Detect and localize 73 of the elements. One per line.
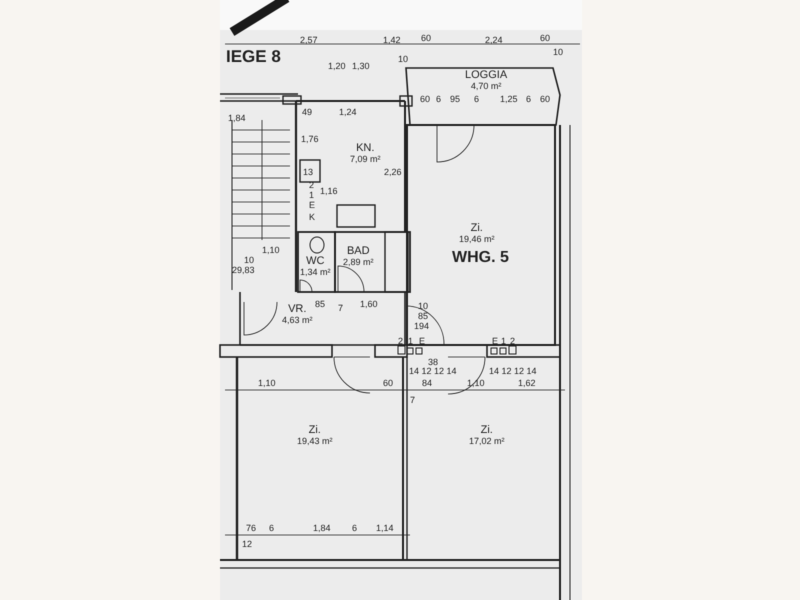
dimension-label: 12	[242, 540, 252, 549]
dimension-label: 1,10	[258, 379, 276, 388]
dimension-label: 60	[420, 95, 430, 104]
dimension-label: 49	[302, 108, 312, 117]
dimension-label: 6	[474, 95, 480, 104]
dimension-label: 2,24	[485, 36, 503, 45]
dimension-label: 1,84	[313, 524, 331, 533]
dimension-label: 60	[540, 95, 550, 104]
dimension-label: E	[309, 201, 316, 210]
dimension-label: 14 12 12 14	[489, 367, 537, 376]
dimension-label: 60	[540, 34, 550, 43]
room-area-value: 4,63 m²	[282, 316, 313, 325]
dimension-label: 1,60	[360, 300, 378, 309]
dimension-label: 60	[421, 34, 432, 43]
dimension-label: 1	[501, 337, 506, 346]
dimension-label: 1,14	[376, 524, 394, 533]
dimension-label: 1,24	[339, 108, 357, 117]
dimension-label: 2	[510, 337, 516, 346]
dimension-label: 6	[526, 95, 532, 104]
room-name: Zi.	[480, 425, 493, 437]
dimension-label: 1	[309, 191, 314, 200]
dimension-label: E	[492, 337, 498, 346]
dimension-label: 10	[553, 48, 564, 57]
dimension-label: 194	[414, 322, 430, 331]
dimension-label: 1,20	[328, 62, 346, 71]
dimension-label: 60	[383, 379, 394, 388]
dimension-label: 1,30	[352, 62, 370, 71]
room-area-value: 7,09 m²	[350, 154, 381, 164]
dimension-label: 1,84	[228, 114, 246, 123]
room-area-value: 1,34 m²	[300, 268, 331, 277]
apartment-label: WHG. 5	[452, 250, 509, 266]
staircase-label: IEGE 8	[226, 48, 281, 65]
dimension-label: 10	[244, 256, 254, 265]
dimension-label: K	[309, 213, 316, 222]
dimension-label: E	[419, 337, 426, 346]
dimension-label: 1,76	[301, 135, 319, 144]
dimension-label: 84	[422, 379, 432, 388]
dimension-label: 6	[352, 524, 358, 533]
dimension-label: 2,57	[300, 36, 318, 45]
dimension-label: 85	[418, 312, 428, 321]
dimension-label: 1,25	[500, 95, 518, 104]
dimension-label: 7	[410, 396, 416, 405]
dimension-label: 13	[303, 168, 314, 177]
dimension-label: 10	[418, 302, 428, 311]
room-name: BAD	[346, 246, 370, 258]
room-area-value: 17,02 m²	[469, 436, 505, 446]
room-name: WC	[306, 256, 324, 268]
dimension-label: 76	[246, 524, 256, 533]
room-name: Zi.	[308, 425, 321, 437]
dimension-label: 95	[450, 95, 460, 104]
room-area-value: 4,70 m²	[470, 82, 502, 91]
room-area-value: 19,46 m²	[459, 234, 495, 244]
dimension-label: 6	[436, 95, 442, 104]
dimension-label: 2	[398, 337, 404, 346]
dimension-label: 6	[269, 524, 274, 533]
dimension-label: 1,42	[383, 36, 401, 45]
dimension-label: 2,26	[384, 168, 402, 177]
dimension-label: 29,83	[232, 266, 255, 275]
room-name: Zi.	[470, 223, 483, 235]
room-name: KN.	[356, 143, 374, 155]
dimension-label: 38	[428, 358, 438, 367]
dimension-label: 7	[338, 304, 344, 313]
dimension-label: 85	[315, 300, 326, 309]
dimension-label: 1,16	[320, 187, 338, 196]
room-name: VR.	[288, 304, 306, 316]
dimension-label: 1	[408, 337, 414, 346]
dimension-label: 10	[398, 55, 408, 64]
room-area-value: 2,89 m²	[343, 258, 374, 267]
dimension-label: 14 12 12 14	[409, 367, 457, 376]
dimension-label: 1,62	[518, 379, 536, 388]
dimension-label: 1,10	[262, 246, 280, 255]
room-area-value: 19,43 m²	[297, 436, 333, 446]
room-name: LOGGIA	[465, 70, 508, 82]
